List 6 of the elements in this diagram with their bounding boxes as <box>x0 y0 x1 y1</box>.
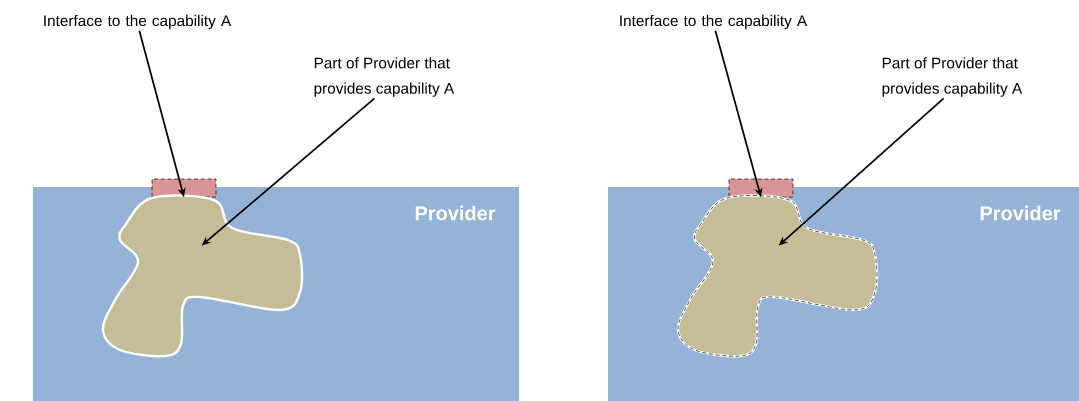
callout-text: Interface to the capability A <box>44 14 232 30</box>
callout-text: Interface to the capability A <box>620 14 808 30</box>
blob-shape <box>676 194 879 358</box>
blob-shape <box>101 194 304 358</box>
callout-text: Part of Provider that provides capability A <box>882 57 1023 97</box>
callout-text: Part of Provider that provides capability A <box>314 57 455 97</box>
